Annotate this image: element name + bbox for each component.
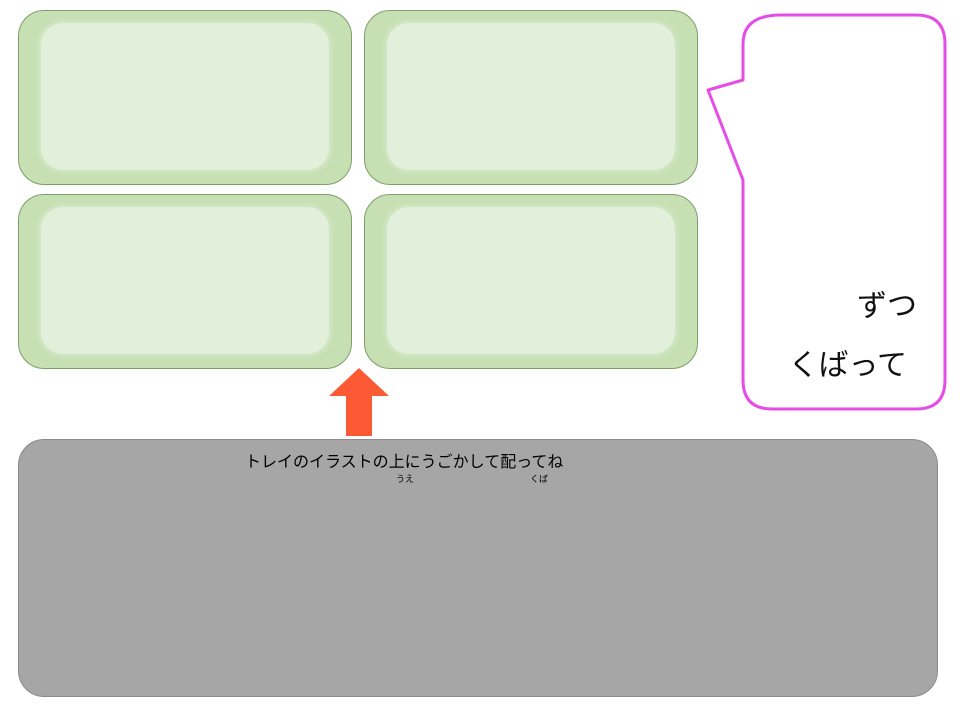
tray-1 [18, 10, 352, 185]
tray-4 [364, 194, 698, 369]
tray-1-surface [41, 23, 329, 170]
up-arrow-icon [329, 368, 389, 436]
speech-bubble: ずつ くばって [704, 10, 950, 414]
tray-3 [18, 194, 352, 369]
drop-area[interactable]: トレイのイラストの上にうごかして配ってね うえ くば [18, 439, 938, 697]
furigana-kuba: くば [530, 475, 549, 485]
instruction-text: トレイのイラストの上にうごかして配ってね [245, 452, 564, 471]
bubble-line-1: ずつ [857, 289, 917, 324]
speech-bubble-shape [706, 13, 947, 411]
bubble-line-2: くばって [788, 348, 908, 383]
tray-4-surface [387, 207, 675, 354]
tray-2-surface [387, 23, 675, 170]
furigana-ue: うえ [396, 475, 415, 485]
tray-3-surface [41, 207, 329, 354]
tray-2 [364, 10, 698, 185]
